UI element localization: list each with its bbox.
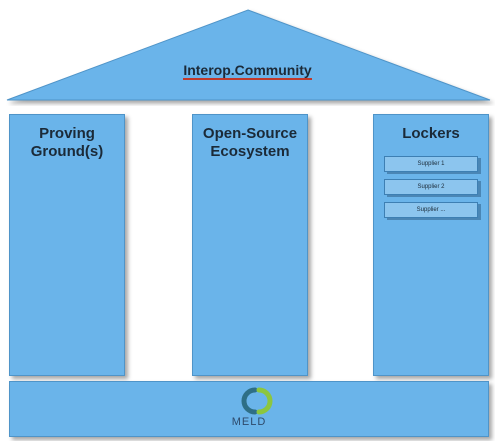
foundation-base: MELD (9, 381, 489, 437)
meld-logo-text: MELD (231, 416, 267, 428)
pillar-title-line: Lockers (402, 125, 460, 142)
locker-supplier-2: Supplier 2 (384, 179, 478, 195)
locker-supplier-more: Supplier ... (384, 202, 478, 218)
pillar-title-line: Open-Source (202, 125, 298, 142)
pillar-lockers: Lockers Supplier 1 Supplier 2 Supplier .… (373, 114, 489, 376)
pillar-title: Lockers (374, 125, 488, 143)
pillar-title-line: Proving (39, 125, 95, 142)
pillar-title-line: Ground(s) (30, 143, 104, 160)
roof-title: Interop.Community (0, 62, 495, 80)
pillar-proving-grounds: Proving Ground(s) (9, 114, 125, 376)
locker-supplier-1: Supplier 1 (384, 156, 478, 172)
roof (6, 9, 491, 101)
pillar-title-line: Ecosystem (210, 143, 290, 160)
pillar-open-source-ecosystem: Open-Source Ecosystem (192, 114, 308, 376)
pillar-title: Open-Source Ecosystem (193, 125, 307, 161)
roof-title-text: Interop.Community (183, 62, 312, 80)
meld-logo-icon (241, 387, 273, 415)
pillar-title: Proving Ground(s) (10, 125, 124, 161)
